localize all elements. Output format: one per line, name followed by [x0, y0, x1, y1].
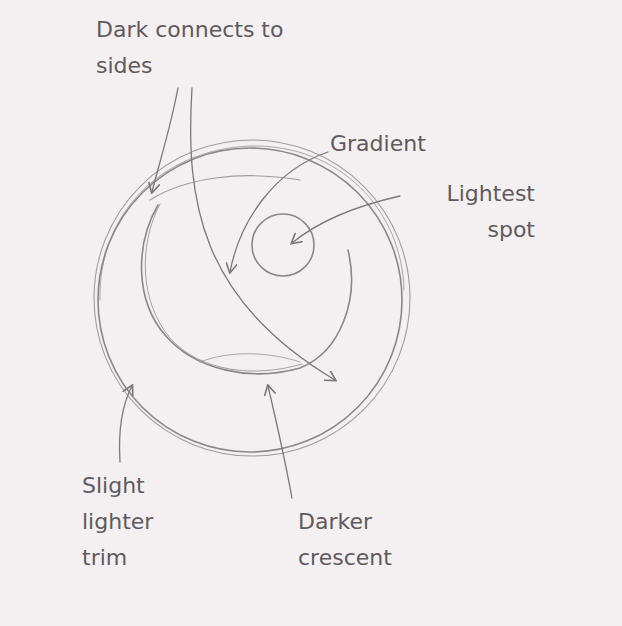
leader-arrow — [268, 386, 292, 498]
label-slot: Lightest spot — [395, 176, 535, 248]
label-slot: Dark connects to sides — [96, 12, 301, 84]
label-slot: Slight lighter trim — [82, 468, 182, 576]
leader-arrow — [152, 88, 178, 192]
annotation-label: Gradient — [330, 126, 460, 162]
outer-circle — [98, 148, 402, 452]
label-slot: Gradient — [330, 126, 460, 162]
top-stroke — [150, 176, 300, 200]
leader-arrow — [120, 386, 133, 462]
highlight-circle — [252, 214, 314, 276]
leader-arrow — [191, 88, 335, 380]
annotation-label: Dark connects to sides — [96, 12, 301, 84]
leader-arrow — [292, 196, 400, 243]
crescent-edge — [145, 204, 302, 371]
annotation-label: Lightest spot — [395, 176, 535, 248]
trim-circle — [94, 140, 410, 456]
bottom-stroke — [200, 354, 300, 362]
crescent-edge — [142, 205, 352, 374]
annotation-label: Slight lighter trim — [82, 468, 182, 576]
annotation-label: Darker crescent — [298, 504, 438, 576]
leader-arrow — [230, 152, 328, 272]
label-slot: Darker crescent — [298, 504, 438, 576]
